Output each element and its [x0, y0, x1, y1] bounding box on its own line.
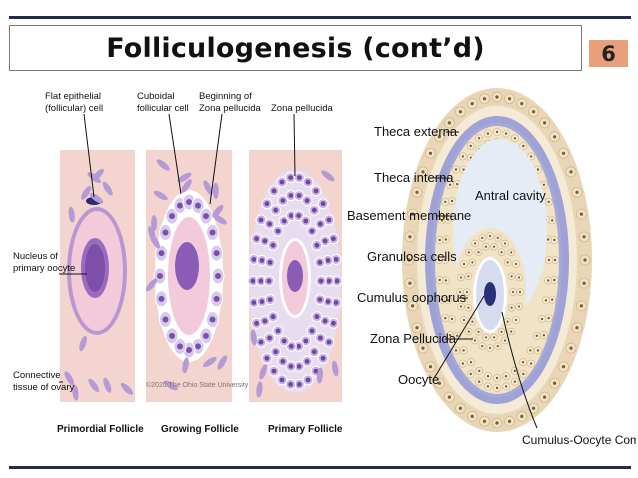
left-pointer-lines — [59, 113, 296, 383]
beginning-zona-label-2: Zona pellucida — [199, 103, 262, 114]
label-theca-interna: Theca interna — [374, 170, 454, 185]
zona-pellucida-label: Zona pellucida — [271, 103, 334, 114]
flat-epithelial-label-1: Flat epithelial — [45, 91, 101, 102]
caption-primordial: Primordial Follicle — [57, 424, 144, 435]
slide-number: 6 — [589, 40, 628, 67]
label-zona-pellucida: Zona Pellucida — [370, 331, 457, 346]
caption-growing: Growing Follicle — [161, 424, 239, 435]
slide-title: Folliculogenesis (cont’d) — [106, 32, 485, 64]
label-theca-externa: Theca externa — [374, 124, 458, 139]
primary-follicle-panel — [247, 150, 342, 402]
label-granulosa-cells: Granulosa cells — [367, 249, 457, 264]
label-oocyte: Oocyte — [398, 372, 439, 387]
top-rule — [9, 16, 631, 19]
cuboidal-label-2: follicular cell — [137, 103, 189, 114]
primordial-follicle-panel — [60, 150, 135, 402]
beginning-zona-label-1: Beginning of — [199, 91, 252, 102]
label-basement-membrane: Basement membrane — [347, 208, 471, 223]
right-pointer-lines — [430, 131, 538, 429]
caption-primary: Primary Follicle — [268, 424, 342, 435]
nucleus-label-1: Nucleus of — [13, 251, 58, 262]
antral-follicle-diagram — [402, 88, 592, 432]
connective-label-1: Connective — [13, 370, 61, 381]
bottom-rule — [9, 466, 631, 469]
flat-epithelial-label-2: (follicular) cell — [45, 103, 103, 114]
title-box: Folliculogenesis (cont’d) — [9, 25, 582, 71]
copyright-label: ©2020 The Ohio State University — [146, 381, 249, 389]
nucleus-label-2: primary oocyte — [13, 263, 75, 274]
right-figure-labels: Theca externa Theca interna Basement mem… — [347, 124, 636, 447]
antral-follicle-figure: Theca externa Theca interna Basement mem… — [342, 80, 636, 460]
label-cumulus-oocyte-complex: Cumulus-Oocyte Complex — [522, 433, 636, 447]
cuboidal-label-1: Cuboidal — [137, 91, 175, 102]
label-cumulus-oophorus: Cumulus oophorus — [357, 290, 467, 305]
follicle-stages-figure: Flat epithelial (follicular) cell Cuboid… — [9, 86, 342, 446]
connective-label-2: tissue of ovary — [13, 382, 74, 393]
label-antral-cavity: Antral cavity — [475, 188, 546, 203]
left-figure-labels: Flat epithelial (follicular) cell Cuboid… — [13, 91, 342, 435]
